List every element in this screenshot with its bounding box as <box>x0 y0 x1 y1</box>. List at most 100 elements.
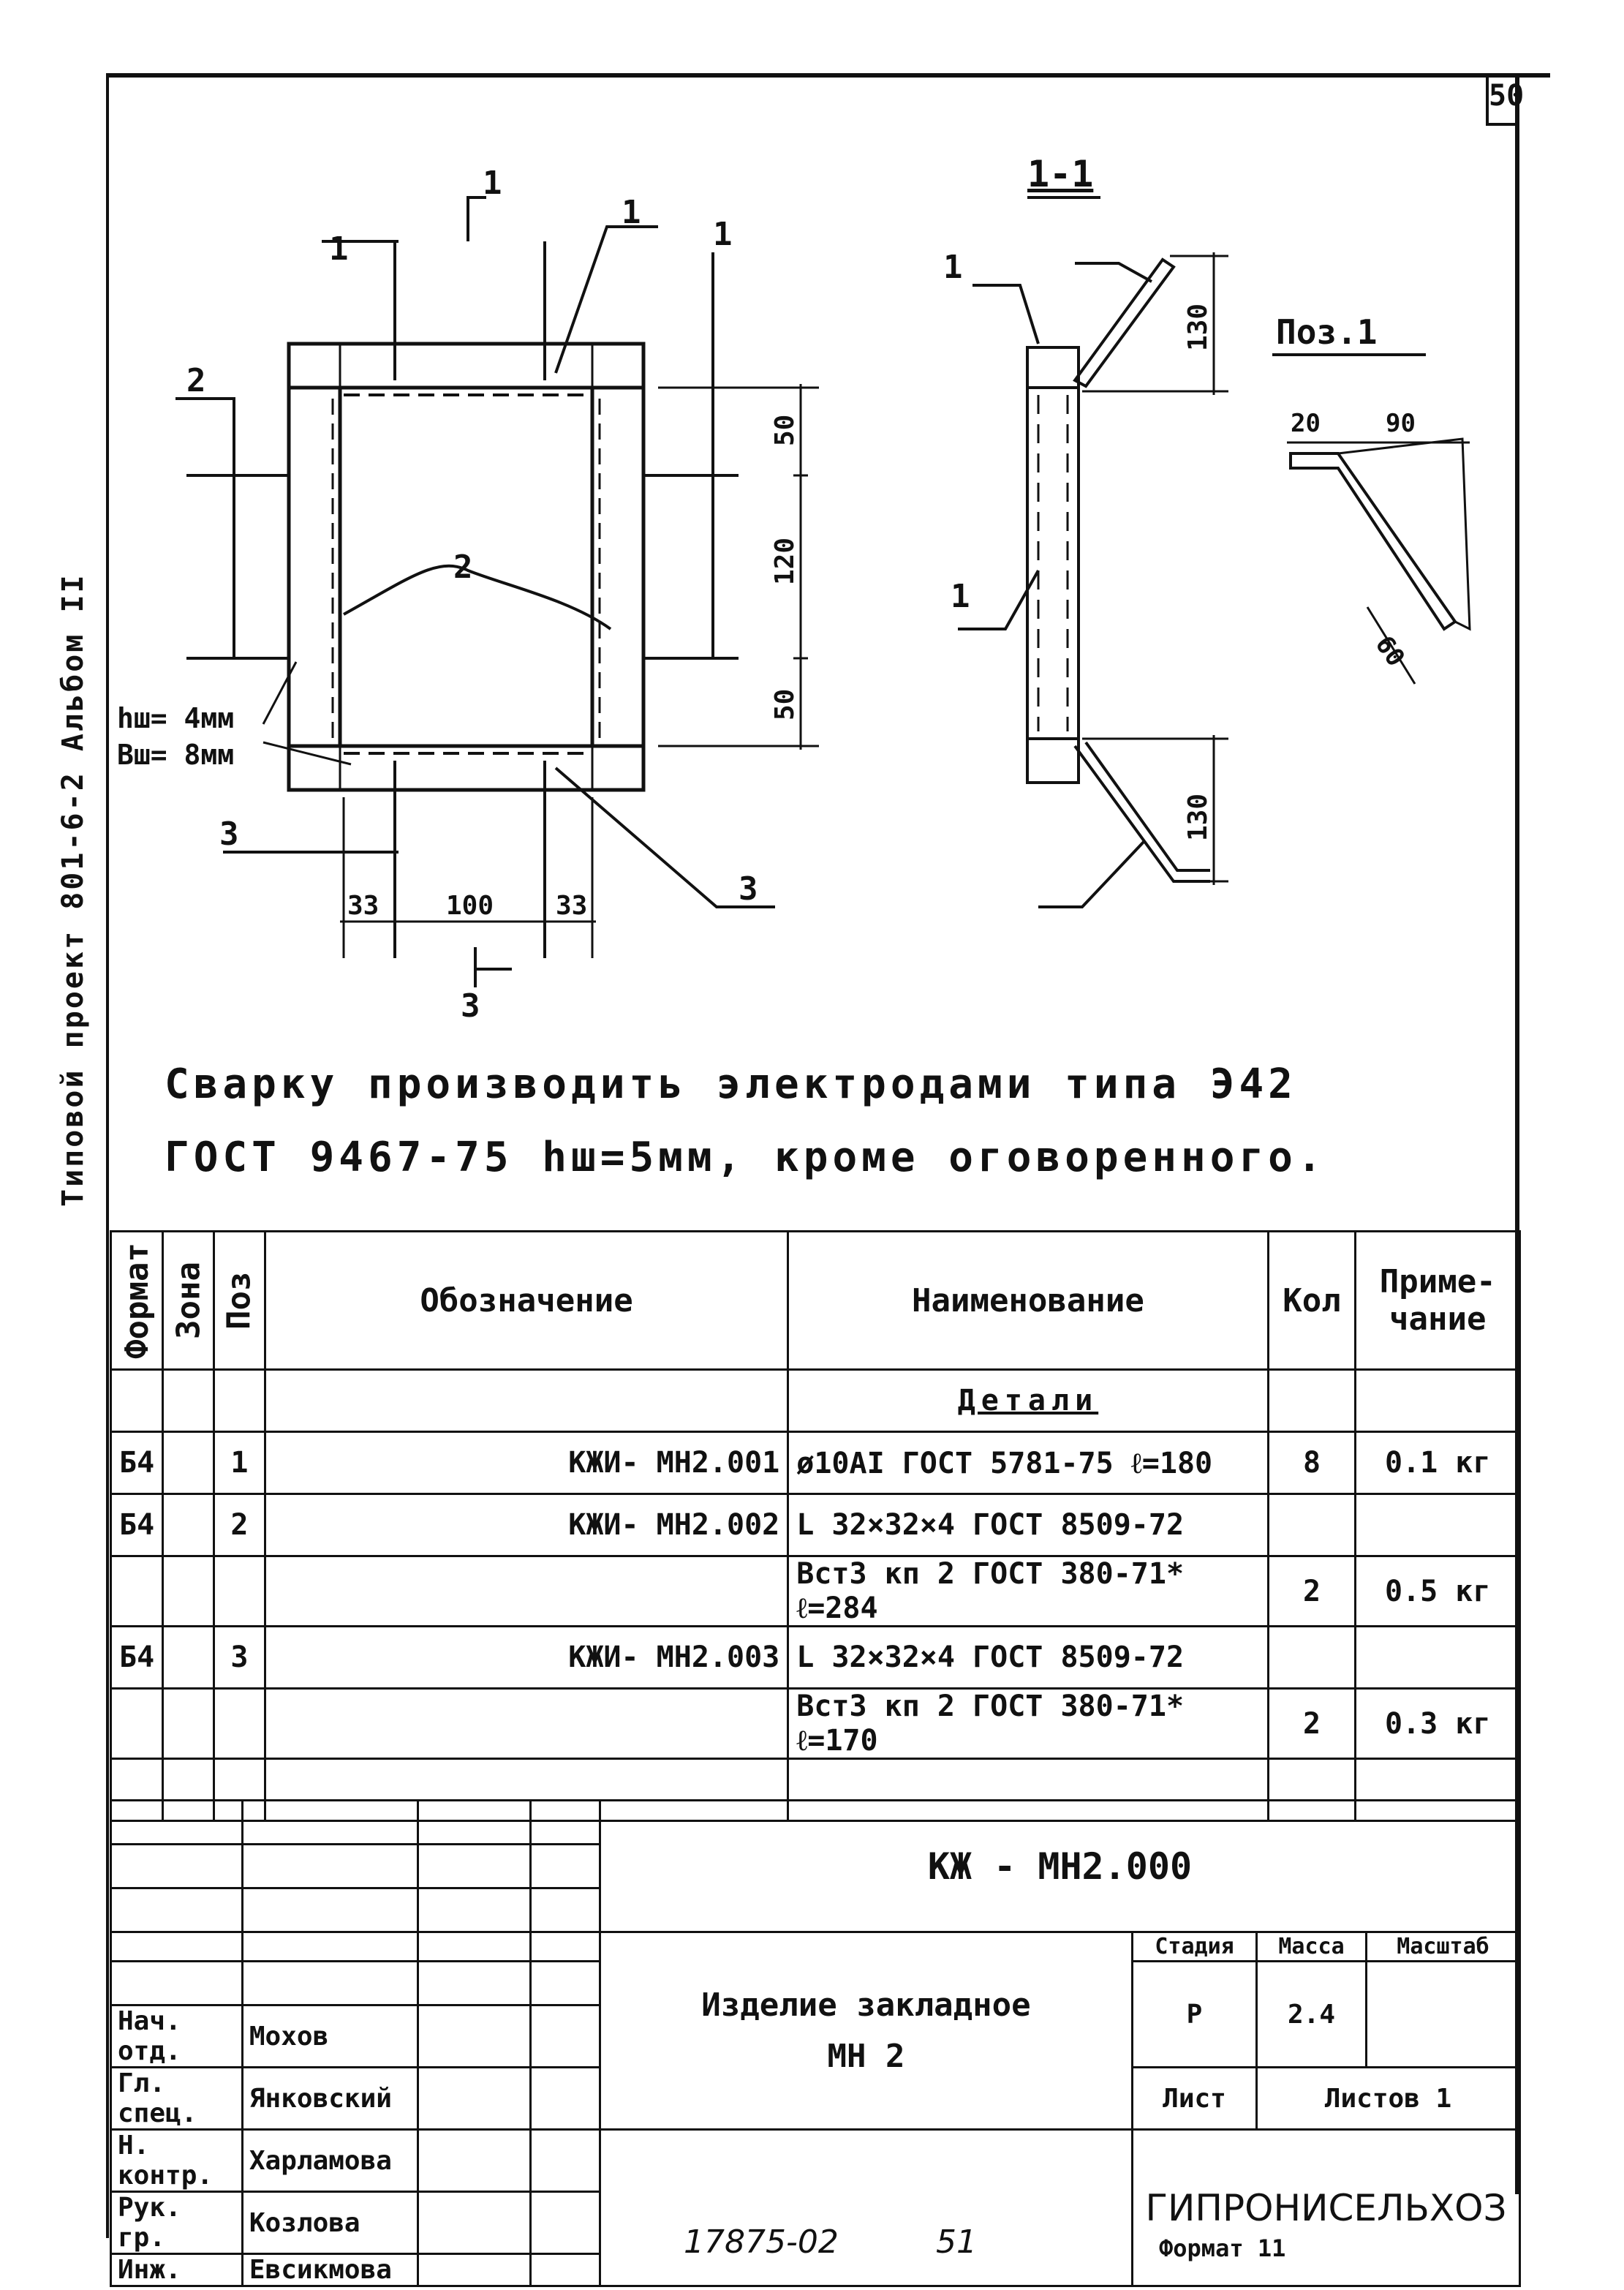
callout-label: 1 <box>483 165 502 202</box>
dim-horizontal: 33 <box>347 891 379 921</box>
cell-pos <box>212 1555 266 1627</box>
cell-note: 0.5 кг <box>1354 1555 1521 1627</box>
pos1-dim: 90 <box>1386 409 1416 438</box>
signature <box>416 2128 532 2193</box>
signature <box>416 2004 532 2068</box>
signer-role: Инж. <box>110 2253 243 2287</box>
signer-name: Козлова <box>241 2191 419 2255</box>
col-note: Приме-чание <box>1354 1230 1521 1371</box>
drawing-labels: 1 1 1 1 2 2 3 3 3 1 1 1-1 Поз.1 50 120 5… <box>117 153 1416 1025</box>
callout-label: 2 <box>186 362 206 399</box>
cell-name: Вст3 кп 2 ГОСТ 380-71* ℓ=170 <box>787 1687 1269 1760</box>
inventory-number: 17875-02 <box>684 2223 839 2261</box>
cell-format <box>109 1555 165 1627</box>
section-title: 1-1 <box>1027 153 1093 195</box>
callout-label: 1 <box>943 249 963 286</box>
format-label: Формат 11 <box>1159 2234 1286 2262</box>
cell-designation <box>263 1687 790 1760</box>
callout-label: 1 <box>713 216 733 253</box>
product-title: Изделие закладное МН 2 <box>598 1931 1134 2131</box>
table-row: Б4 1 КЖИ- МН2.001 ø10АI ГОСТ 5781-75 ℓ=1… <box>109 1431 1521 1495</box>
dim-horizontal: 100 <box>446 891 494 921</box>
pos1-dim: 20 <box>1291 409 1321 438</box>
cell-note <box>1354 1493 1521 1557</box>
cell-qty: 2 <box>1266 1555 1357 1627</box>
cell-name: Вст3 кп 2 ГОСТ 380-71* ℓ=284 <box>787 1555 1269 1627</box>
cell-note <box>1354 1625 1521 1690</box>
cell-qty: 8 <box>1266 1431 1357 1495</box>
cell-designation: КЖИ- МН2.003 <box>263 1625 790 1690</box>
cell-pos: 1 <box>212 1431 266 1495</box>
callout-label: 1 <box>329 230 349 268</box>
cell-format <box>109 1687 165 1760</box>
dim-vertical: 50 <box>770 689 800 720</box>
organization: ГИПРОНИСЕЛЬХОЗ <box>1131 2128 1521 2287</box>
sheet-label: Лист <box>1131 2066 1258 2131</box>
section-title-details: Детали <box>957 1384 1099 1417</box>
cell-qty <box>1266 1493 1357 1557</box>
page-number: 51 <box>936 2223 977 2261</box>
section-row: Детали <box>109 1368 1521 1433</box>
cell-pos: 3 <box>212 1625 266 1690</box>
section-web <box>1026 346 1080 784</box>
mass-label: Масса <box>1255 1931 1367 1962</box>
pos-title: Поз.1 <box>1276 312 1377 352</box>
signature <box>416 2253 532 2287</box>
cell-note: 0.3 кг <box>1354 1687 1521 1760</box>
callout-label: 3 <box>219 816 239 853</box>
col-format: Формат <box>110 1231 163 1370</box>
callout-label: 3 <box>461 987 480 1025</box>
stage-label: Стадия <box>1131 1931 1258 1962</box>
plan-outer-frame <box>287 342 646 792</box>
dim-vertical: 130 <box>1183 794 1213 841</box>
frame-top <box>106 73 1550 78</box>
weld-note-line1: Сварку производить электродами типа Э42 <box>165 1061 1297 1108</box>
cell-qty: 2 <box>1266 1687 1357 1760</box>
weld-b: Bш= 8мм <box>117 739 234 771</box>
col-pos: Поз <box>214 1231 265 1370</box>
dim-vertical: 50 <box>770 415 800 446</box>
cell-pos: 2 <box>212 1493 266 1557</box>
cell-qty <box>1266 1625 1357 1690</box>
dim-horizontal: 33 <box>556 891 587 921</box>
weld-h: hш= 4мм <box>117 702 234 734</box>
col-name: Наименование <box>787 1230 1269 1371</box>
cell-format: Б4 <box>109 1493 165 1557</box>
signer-name: Евсикмова <box>241 2253 419 2287</box>
cell-format: Б4 <box>109 1625 165 1690</box>
signer-role: Гл. спец. <box>110 2066 243 2131</box>
callout-label: 1 <box>951 578 970 615</box>
cell-name: L 32×32×4 ГОСТ 8509-72 <box>787 1493 1269 1557</box>
dim-vertical: 120 <box>770 538 800 585</box>
table-row: Б4 2 КЖИ- МН2.002 L 32×32×4 ГОСТ 8509-72 <box>109 1493 1521 1557</box>
sheet-number: 50 <box>1489 79 1525 113</box>
sheets-label: Листов 1 <box>1255 2066 1521 2131</box>
cell-designation <box>263 1555 790 1627</box>
signer-name: Харламова <box>241 2128 419 2193</box>
frame-sheet-box-left <box>1486 73 1489 124</box>
signer-role: Н. контр. <box>110 2128 243 2193</box>
cell-designation: КЖИ- МН2.001 <box>263 1431 790 1495</box>
callout-label: 3 <box>739 870 758 908</box>
cell-name: L 32×32×4 ГОСТ 8509-72 <box>787 1625 1269 1690</box>
callout-label: 2 <box>453 549 473 586</box>
cell-designation: КЖИ- МН2.002 <box>263 1493 790 1557</box>
frame-left <box>106 73 109 2238</box>
drawing: 1 1 1 1 2 2 3 3 3 1 1 1-1 Поз.1 50 120 5… <box>117 153 1471 1025</box>
dim-vertical: 130 <box>1183 304 1213 351</box>
mass-value: 2.4 <box>1255 1960 1367 2068</box>
signer-role: Рук. гр. <box>110 2191 243 2255</box>
document-code: КЖ - МН2.000 <box>598 1799 1522 1933</box>
signer-role: Нач. отд. <box>110 2004 243 2068</box>
cell-note: 0.1 кг <box>1354 1431 1521 1495</box>
signer-name: Янковский <box>241 2066 419 2131</box>
col-zone: Зона <box>162 1231 214 1370</box>
stage-value: Р <box>1131 1960 1258 2068</box>
signer-name: Мохов <box>241 2004 419 2068</box>
spec-header-row: Формат Зона Поз Обозначение Наименование… <box>110 1230 1521 1371</box>
col-qty: Кол <box>1266 1230 1357 1371</box>
table-row: Б4 3 КЖИ- МН2.003 L 32×32×4 ГОСТ 8509-72 <box>109 1625 1521 1690</box>
frame-sheet-box-bottom <box>1486 123 1519 126</box>
table-row: Вст3 кп 2 ГОСТ 380-71* ℓ=170 2 0.3 кг <box>109 1687 1521 1760</box>
spec-table: Формат Зона Поз Обозначение Наименование… <box>109 1230 1521 1822</box>
